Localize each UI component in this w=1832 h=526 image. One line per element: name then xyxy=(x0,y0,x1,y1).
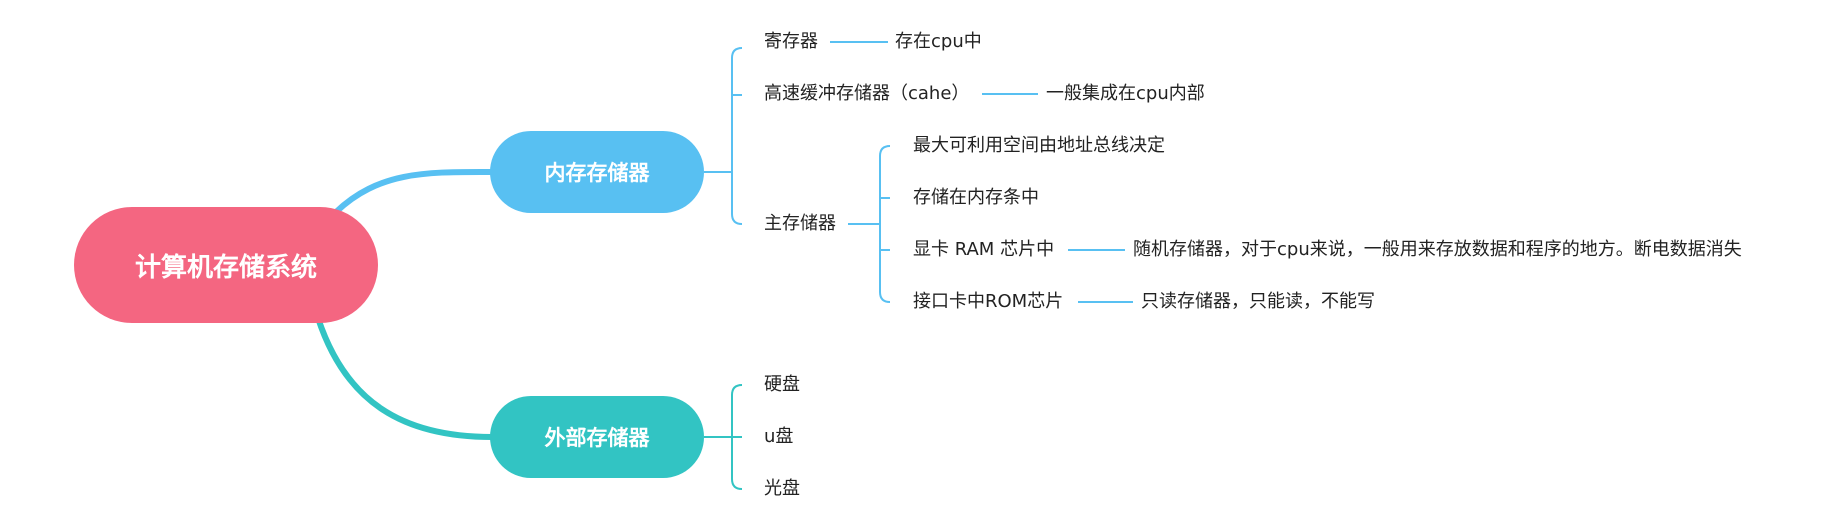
subtopic-optical-disc[interactable]: 光盘 xyxy=(764,478,800,499)
note-register[interactable]: 存在cpu中 xyxy=(895,31,982,52)
connector-root-internal xyxy=(333,168,495,215)
detail-memory-stick[interactable]: 存储在内存条中 xyxy=(913,187,1039,208)
subtopic-main-memory[interactable]: 主存储器 xyxy=(764,213,836,234)
topic-external-memory[interactable]: 外部存储器 xyxy=(490,396,704,478)
note-gpu-ram[interactable]: 随机存储器，对于cpu来说，一般用来存放数据和程序的地方。断电数据消失 xyxy=(1133,239,1742,260)
subtopic-cache[interactable]: 高速缓冲存储器（cahe） xyxy=(764,83,970,104)
note-rom-chip[interactable]: 只读存储器，只能读，不能写 xyxy=(1141,291,1375,312)
detail-gpu-ram[interactable]: 显卡 RAM 芯片中 xyxy=(913,239,1055,260)
subtopic-register[interactable]: 寄存器 xyxy=(764,31,818,52)
note-cache[interactable]: 一般集成在cpu内部 xyxy=(1046,83,1205,104)
subtopic-usb-drive[interactable]: u盘 xyxy=(764,426,794,447)
detail-rom-chip[interactable]: 接口卡中ROM芯片 xyxy=(913,291,1064,312)
topic-internal-memory[interactable]: 内存存储器 xyxy=(490,131,704,213)
connector-internal-children xyxy=(704,41,1133,303)
subtopic-hard-disk[interactable]: 硬盘 xyxy=(764,374,800,395)
connector-root-external xyxy=(315,315,495,440)
detail-max-space[interactable]: 最大可利用空间由地址总线决定 xyxy=(913,135,1165,156)
connector-external-children xyxy=(704,384,743,490)
root-topic[interactable]: 计算机存储系统 xyxy=(74,207,378,323)
